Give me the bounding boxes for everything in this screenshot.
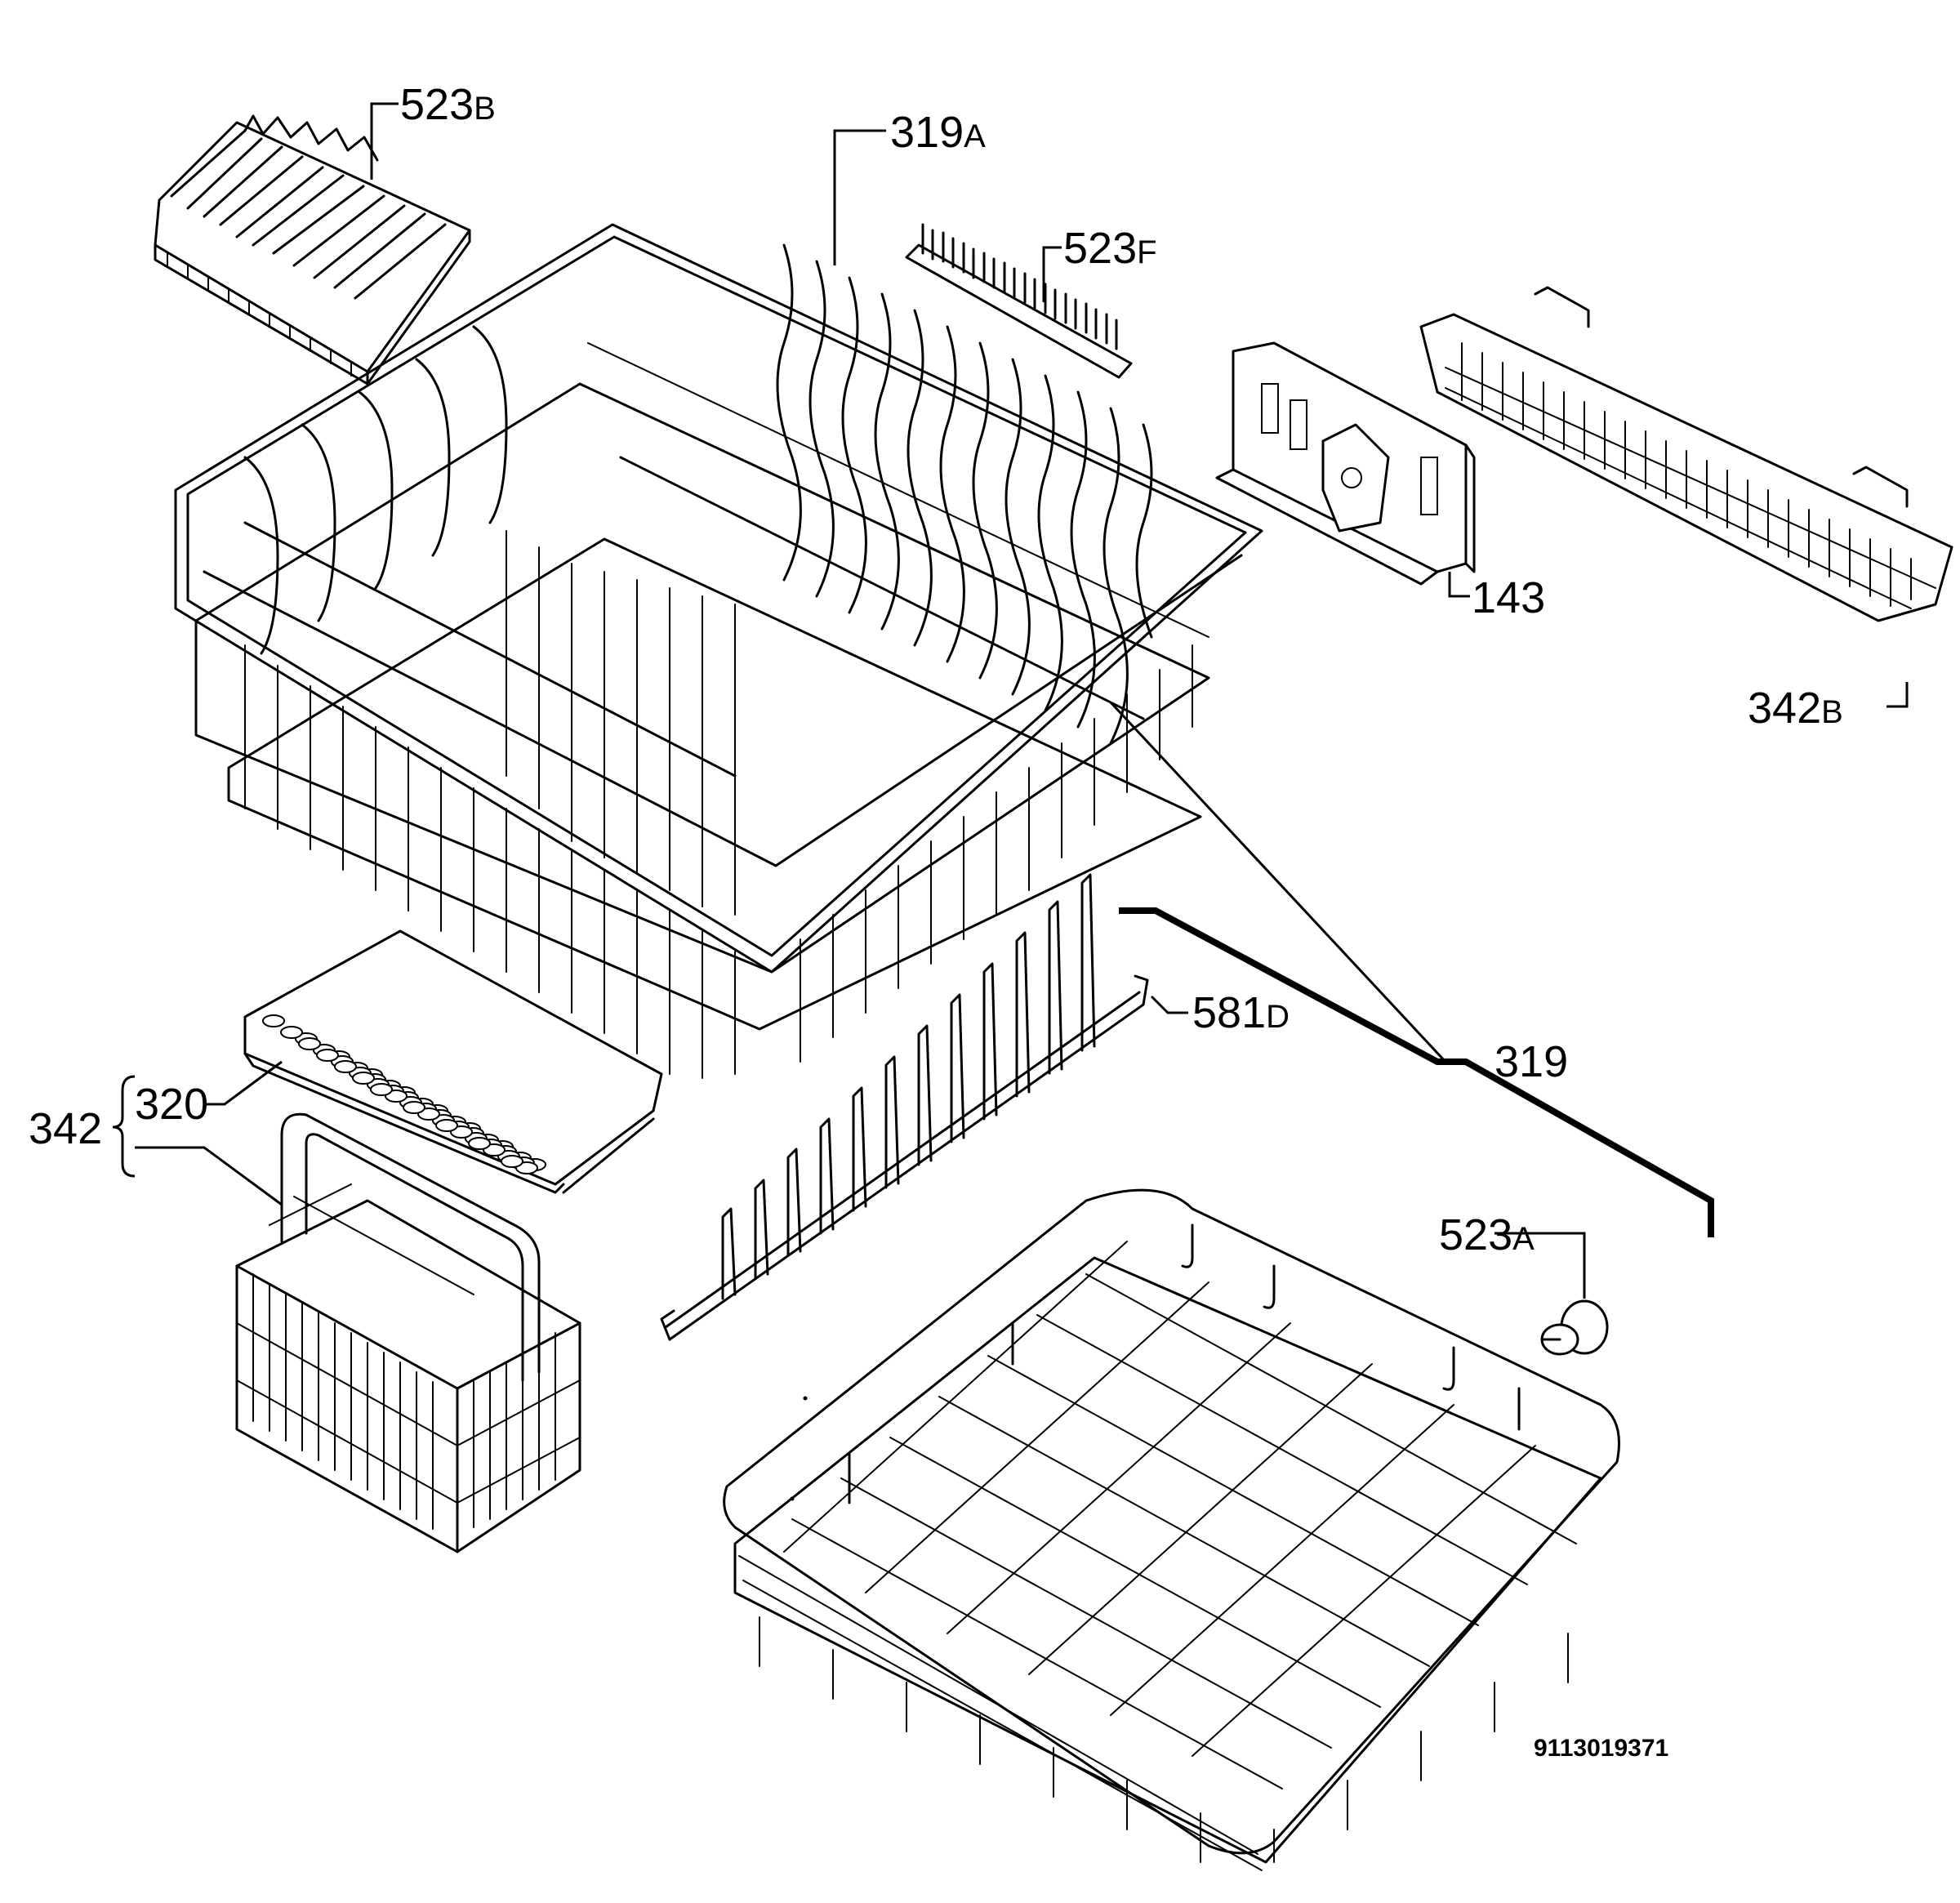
part-labels: 523B 319A 523F 143 342B 581D 319 320 342…: [29, 80, 1843, 1762]
part-581d-tine-row: [660, 873, 1149, 1341]
ghost-dot: [803, 1396, 808, 1401]
part-319a-upper-basket: [174, 223, 1263, 1079]
ghost-dot: [790, 1496, 795, 1501]
lid-hole: [262, 1014, 285, 1027]
part-342b-side-basket: [1419, 286, 1953, 622]
lid-hole: [316, 1049, 339, 1062]
label-581d: 581D: [1192, 988, 1290, 1037]
lid-hole: [370, 1083, 393, 1096]
part-523a-wheel: [1540, 1299, 1609, 1356]
lid-hole: [334, 1060, 357, 1073]
part-143-rail-bracket: [1215, 341, 1476, 586]
leader-lines: [112, 102, 1909, 1299]
label-342: 342: [29, 1104, 102, 1153]
lid-hole: [435, 1119, 458, 1132]
label-319: 319: [1494, 1037, 1568, 1086]
label-523b: 523B: [400, 80, 496, 129]
lid-hole: [280, 1026, 303, 1039]
label-143: 143: [1472, 573, 1545, 622]
lid-hole: [403, 1101, 425, 1114]
label-342b: 342B: [1748, 684, 1843, 733]
lid-hole: [298, 1037, 321, 1050]
lid-hole: [468, 1137, 491, 1150]
part-523f-tine-strip: [905, 223, 1133, 379]
part-342-cutlery-basket: [235, 1112, 581, 1553]
label-523f: 523F: [1063, 224, 1157, 273]
part-319-lower-basket: [723, 1188, 1620, 1871]
lid-hole: [352, 1072, 375, 1085]
lid-hole: [501, 1155, 523, 1168]
label-320: 320: [135, 1080, 208, 1129]
part-320-basket-lid: [243, 929, 663, 1194]
label-523a: 523A: [1439, 1210, 1535, 1259]
drawing-code: 9113019371: [1534, 1735, 1668, 1762]
part-523b-tine-insert: [154, 114, 471, 386]
label-319a: 319A: [890, 108, 986, 157]
